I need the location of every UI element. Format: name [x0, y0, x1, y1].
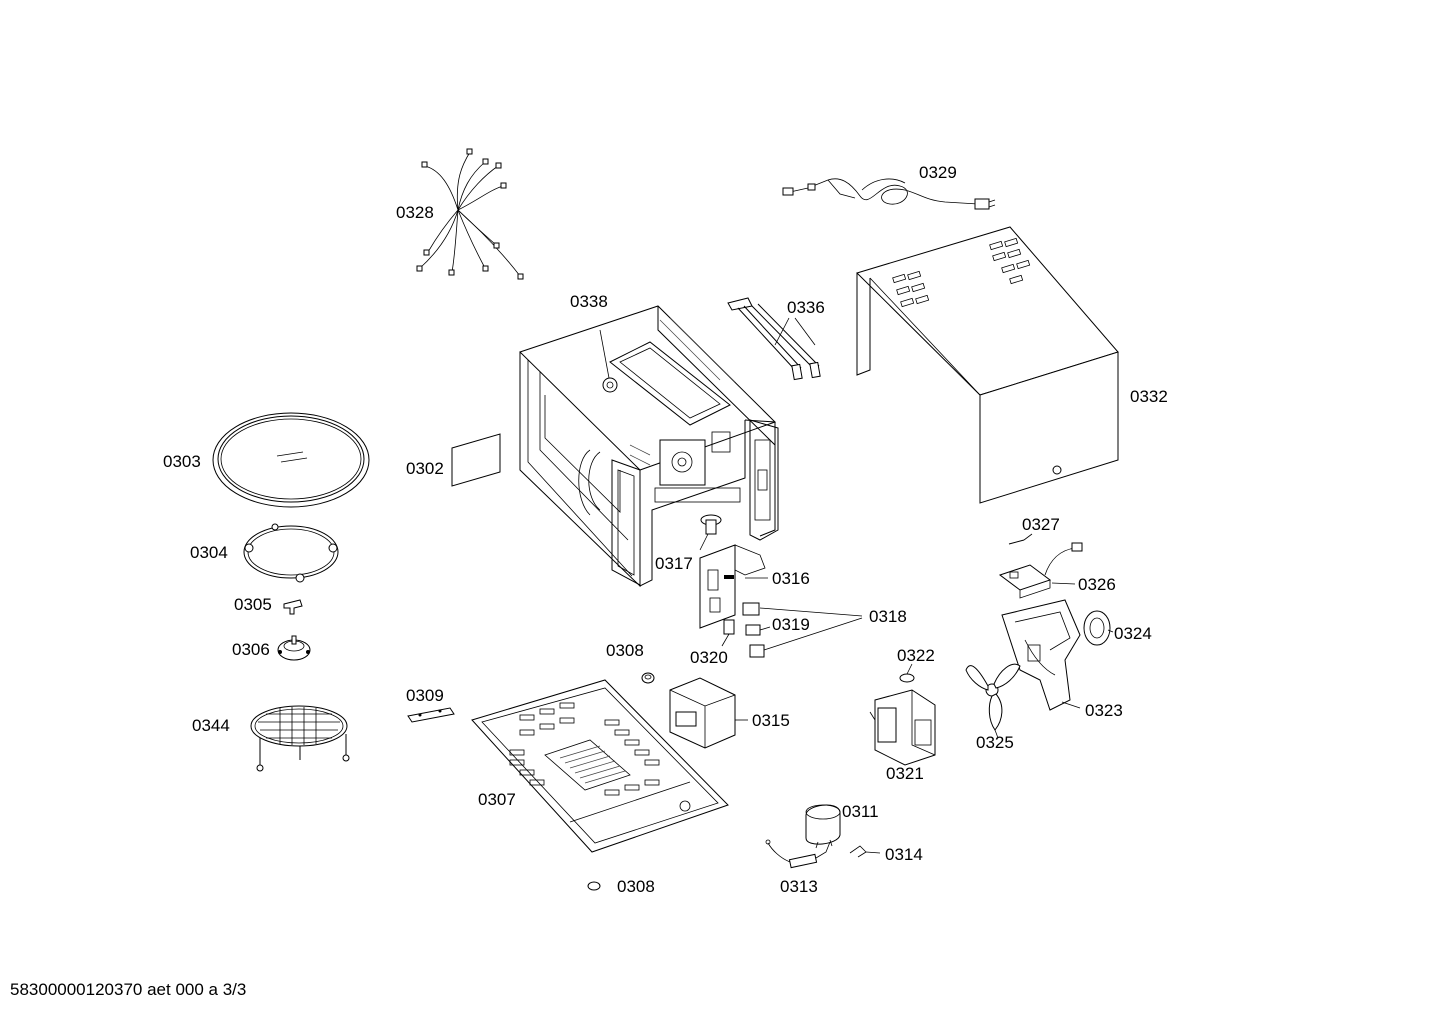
- label-0338: 0338: [570, 292, 608, 311]
- oven-cavity-frame[interactable]: [519, 305, 779, 588]
- label-0314: 0314: [885, 845, 923, 864]
- label-0326: 0326: [1078, 575, 1116, 594]
- label-0320: 0320: [690, 648, 728, 667]
- label-0305: 0305: [234, 595, 272, 614]
- label-0307: 0307: [478, 790, 516, 809]
- base-plate-0307[interactable]: [471, 679, 729, 853]
- label-0332: 0332: [1130, 387, 1168, 406]
- label-0304: 0304: [190, 543, 228, 562]
- wiring-harness-0328[interactable]: [416, 148, 524, 280]
- diode-0322[interactable]: [899, 663, 915, 683]
- label-0321: 0321: [886, 764, 924, 783]
- waveguide-cover-0302[interactable]: [451, 433, 501, 487]
- capacitor-0311[interactable]: [805, 804, 841, 849]
- label-0316: 0316: [772, 569, 810, 588]
- bracket-0309[interactable]: [407, 707, 455, 723]
- label-0325: 0325: [976, 733, 1014, 752]
- label-0302: 0302: [406, 459, 444, 478]
- label-0309: 0309: [406, 686, 444, 705]
- microswitch-0320[interactable]: [721, 619, 735, 647]
- power-cord-0329[interactable]: [782, 178, 996, 210]
- fuse-holder-0317[interactable]: [699, 514, 722, 551]
- label-0313: 0313: [780, 877, 818, 896]
- label-0336: 0336: [787, 298, 825, 317]
- label-0318: 0318: [869, 607, 907, 626]
- label-0308-bottom: 0308: [617, 877, 655, 896]
- label-0322: 0322: [897, 646, 935, 665]
- label-0317: 0317: [655, 554, 693, 573]
- fan-duct-0323[interactable]: [1001, 599, 1081, 711]
- heater-rods-0336[interactable]: [727, 297, 821, 381]
- part-labels: 0328 0329 0338 0336 0332 0303 0302 0304 …: [163, 163, 1168, 896]
- clip-0314[interactable]: [849, 845, 881, 858]
- foot-0308-bottom[interactable]: [587, 881, 601, 891]
- grill-rack-0344[interactable]: [250, 705, 350, 772]
- fan-motor-0324[interactable]: [1083, 610, 1114, 646]
- document-id-footer: 58300000120370 aet 000 a 3/3: [10, 980, 247, 999]
- label-0323: 0323: [1085, 701, 1123, 720]
- label-0327: 0327: [1022, 515, 1060, 534]
- screw-0327[interactable]: [1008, 533, 1033, 545]
- coupler-0305[interactable]: [283, 599, 303, 615]
- resistor-0313[interactable]: [765, 839, 831, 869]
- label-0315: 0315: [752, 711, 790, 730]
- door-switch-bracket-0316[interactable]: [699, 544, 768, 629]
- label-0329: 0329: [919, 163, 957, 182]
- roller-ring-0304[interactable]: [243, 523, 339, 583]
- label-0303: 0303: [163, 452, 201, 471]
- label-0311: 0311: [842, 802, 879, 821]
- microswitch-0319[interactable]: [745, 624, 771, 636]
- label-0344: 0344: [192, 716, 230, 735]
- fan-blade-0325[interactable]: [965, 663, 1021, 739]
- microswitch-0318[interactable]: [742, 602, 863, 658]
- circuit-board-0326[interactable]: [998, 542, 1083, 599]
- label-0306: 0306: [232, 640, 270, 659]
- label-0324: 0324: [1114, 624, 1152, 643]
- turntable-motor-0306[interactable]: [277, 635, 311, 661]
- outer-cover-0332[interactable]: [856, 226, 1119, 504]
- label-0328: 0328: [396, 203, 434, 222]
- transformer-0315[interactable]: [669, 677, 748, 749]
- magnetron-0321[interactable]: [869, 689, 936, 766]
- label-0308-top: 0308: [606, 641, 644, 660]
- foot-0308-top[interactable]: [641, 672, 655, 684]
- label-0319: 0319: [772, 615, 810, 634]
- glass-tray-0303[interactable]: [212, 412, 370, 508]
